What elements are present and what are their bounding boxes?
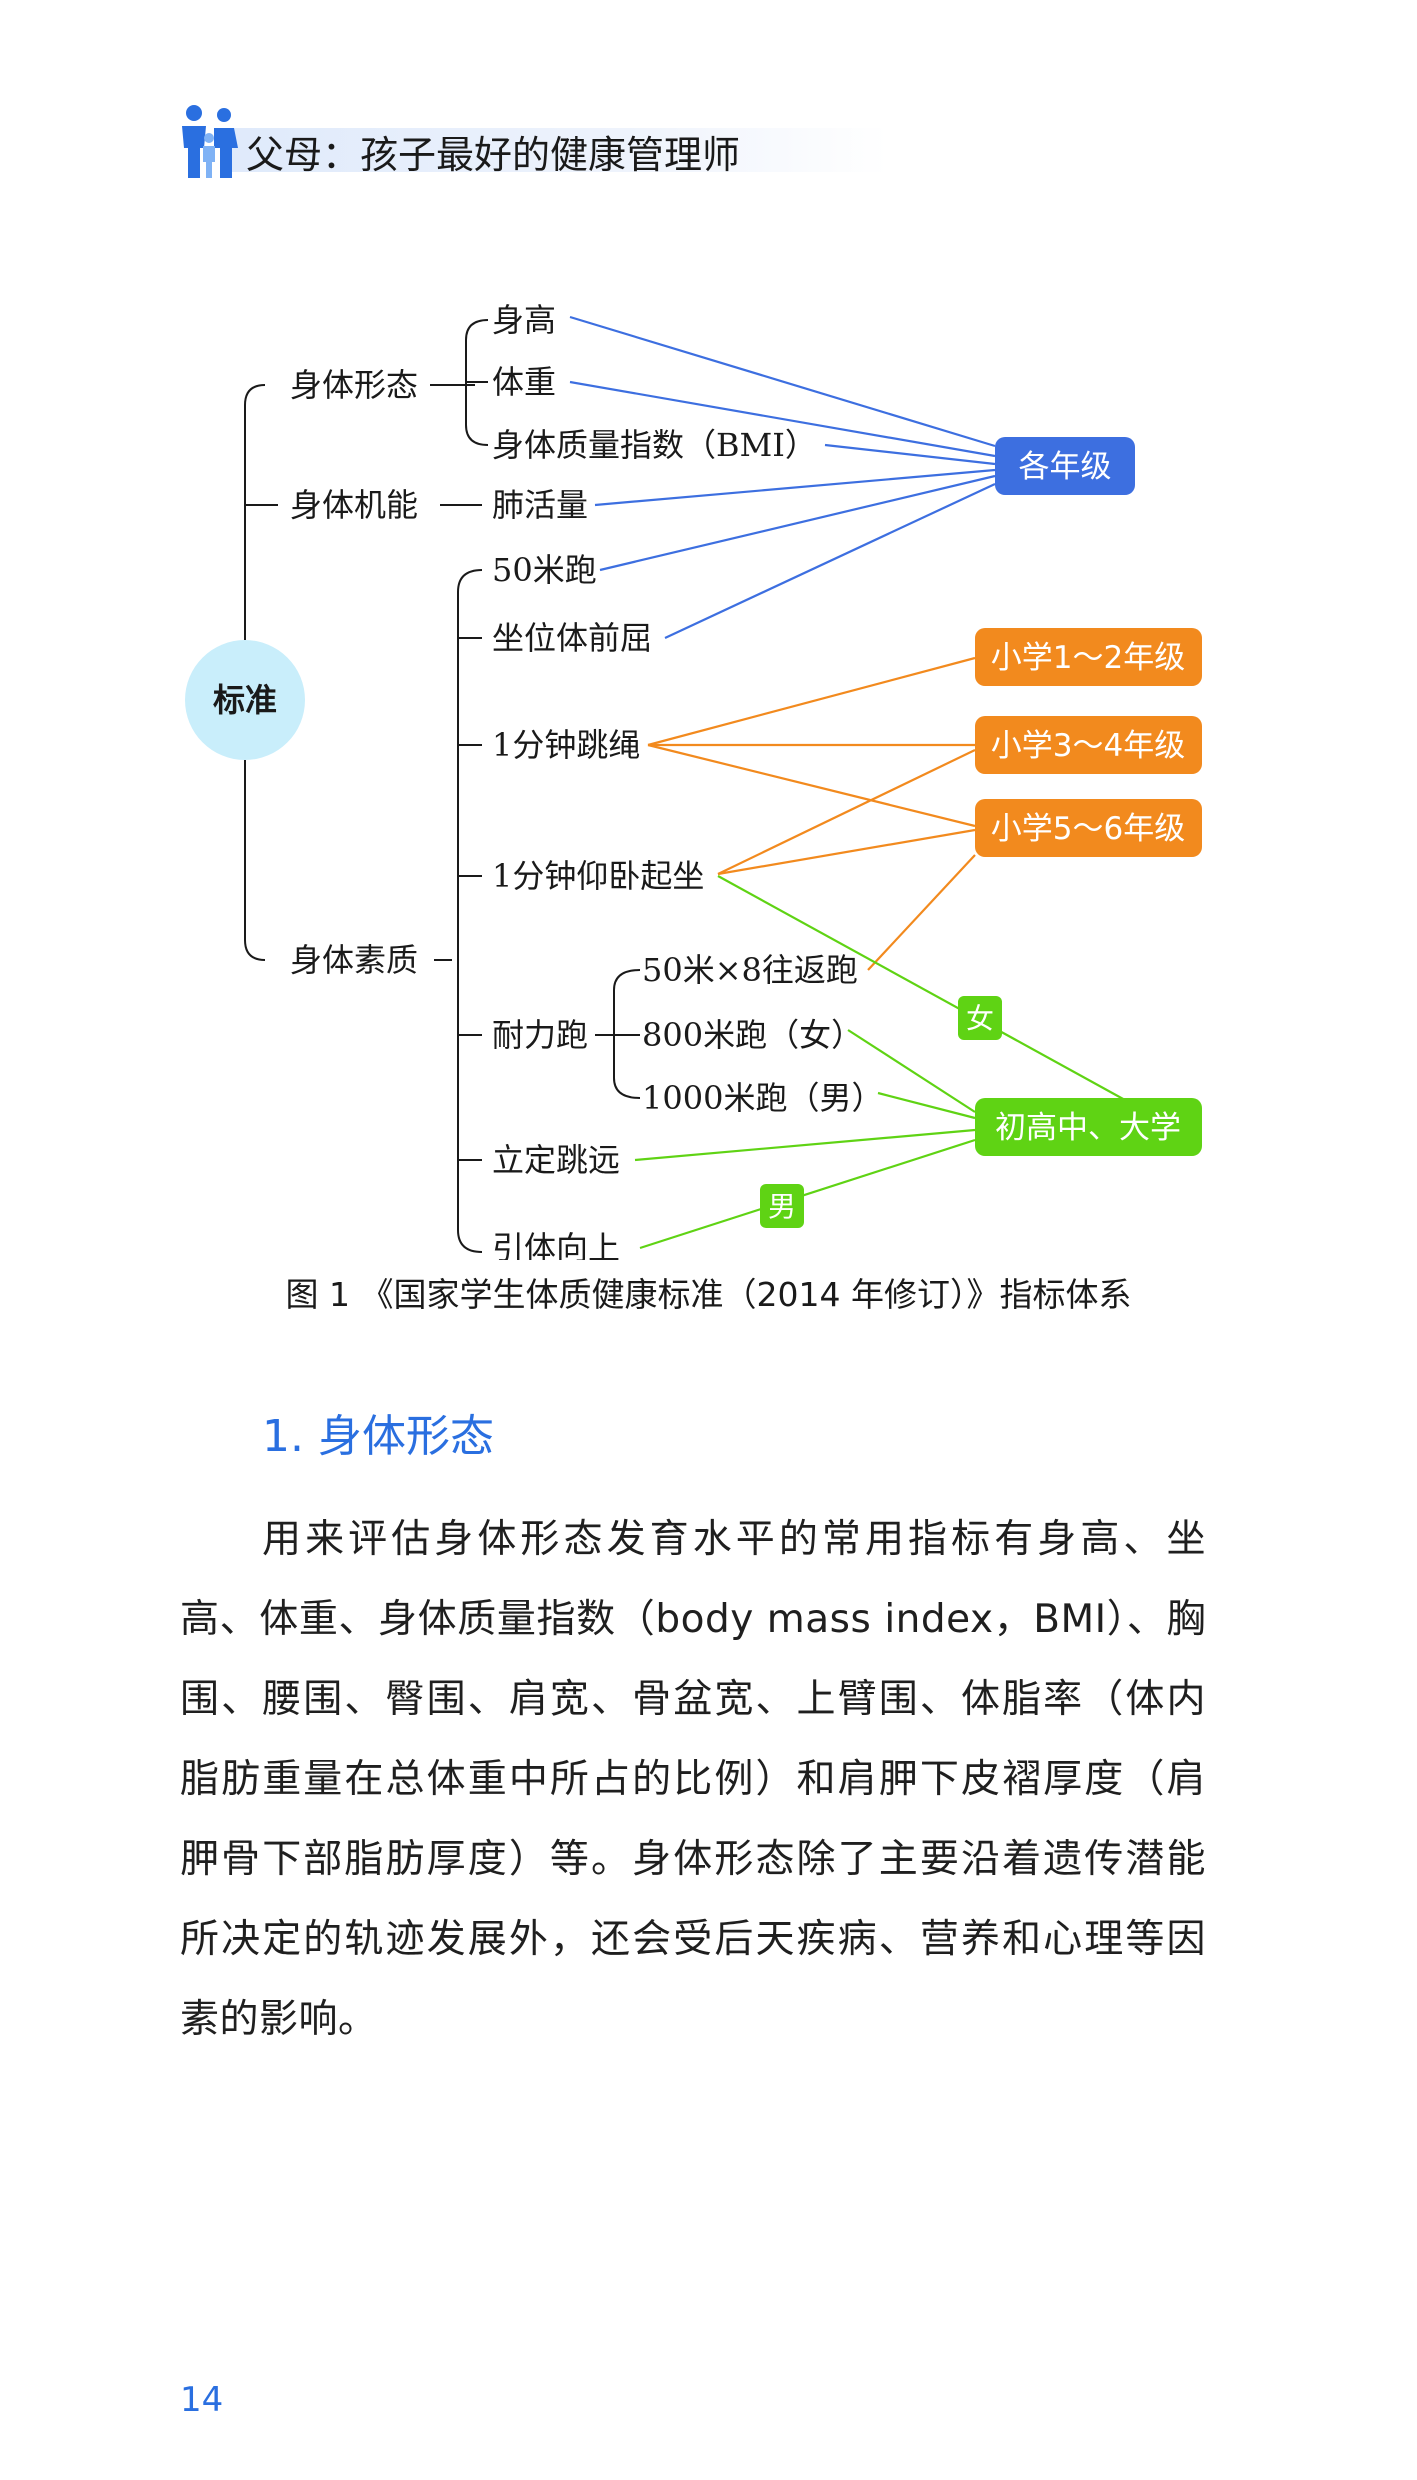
item-sit-and-reach: 坐位体前屈	[492, 619, 652, 657]
header-title: 父母：孩子最好的健康管理师	[246, 133, 741, 177]
tag-all-grades: 各年级	[995, 437, 1135, 495]
green-connectors	[634, 875, 1126, 1250]
gender-tag-male: 男	[760, 1184, 804, 1228]
svg-text:男: 男	[768, 1190, 796, 1223]
item-standing-long-jump: 立定跳远	[492, 1141, 620, 1179]
item-height: 身高	[492, 301, 556, 339]
root-node	[185, 640, 305, 760]
svg-text:初高中、大学: 初高中、大学	[995, 1110, 1181, 1146]
category-physical-fitness: 身体素质	[290, 941, 418, 979]
indicator-diagram: 标准 身体形态 身体机能 身体素质 身高 体重 身体质量指数（BMI） 肺活量 …	[185, 301, 1202, 1260]
subitem-800m-run: 800米跑（女）	[642, 1016, 863, 1054]
figure-caption: 图 1 《国家学生体质健康标准（2014 年修订）》指标体系	[285, 1275, 1132, 1314]
item-jump-rope: 1分钟跳绳	[492, 726, 640, 764]
svg-text:小学3～4年级: 小学3～4年级	[991, 728, 1185, 764]
blue-connectors	[569, 315, 996, 639]
subitem-1000m-run: 1000米跑（男）	[642, 1079, 883, 1117]
tag-grade-3-4: 小学3～4年级	[975, 716, 1202, 774]
gender-tag-female: 女	[958, 996, 1002, 1040]
item-vital-capacity: 肺活量	[492, 486, 588, 524]
body-paragraph: 用来评估身体形态发育水平的常用指标有身高、坐高、体重、身体质量指数（body m…	[180, 1517, 1206, 2042]
tree-lines	[244, 319, 641, 1253]
svg-text:各年级: 各年级	[1019, 449, 1112, 485]
tag-secondary-and-university: 初高中、大学	[975, 1098, 1202, 1156]
header-band	[228, 128, 888, 172]
root-label: 标准	[213, 681, 277, 719]
item-50m-run: 50米跑	[492, 551, 597, 589]
item-endurance-run: 耐力跑	[492, 1016, 588, 1054]
svg-text:女: 女	[966, 1002, 994, 1035]
item-sit-ups: 1分钟仰卧起坐	[492, 857, 704, 895]
family-icon	[182, 105, 238, 178]
page-number: 14	[180, 2380, 224, 2420]
svg-text:小学5～6年级: 小学5～6年级	[991, 811, 1185, 847]
tag-grade-1-2: 小学1～2年级	[975, 628, 1202, 686]
subitem-shuttle-run: 50米×8往返跑	[642, 951, 858, 989]
item-pull-ups: 引体向上	[492, 1229, 620, 1260]
category-body-shape: 身体形态	[290, 366, 418, 404]
item-bmi: 身体质量指数（BMI）	[492, 426, 817, 464]
tag-grade-5-6: 小学5～6年级	[975, 799, 1202, 857]
svg-text:小学1～2年级: 小学1～2年级	[991, 640, 1185, 676]
section-heading: 1. 身体形态	[262, 1411, 494, 1462]
orange-connectors	[647, 656, 976, 971]
item-weight: 体重	[492, 363, 556, 401]
category-body-function: 身体机能	[290, 486, 418, 524]
